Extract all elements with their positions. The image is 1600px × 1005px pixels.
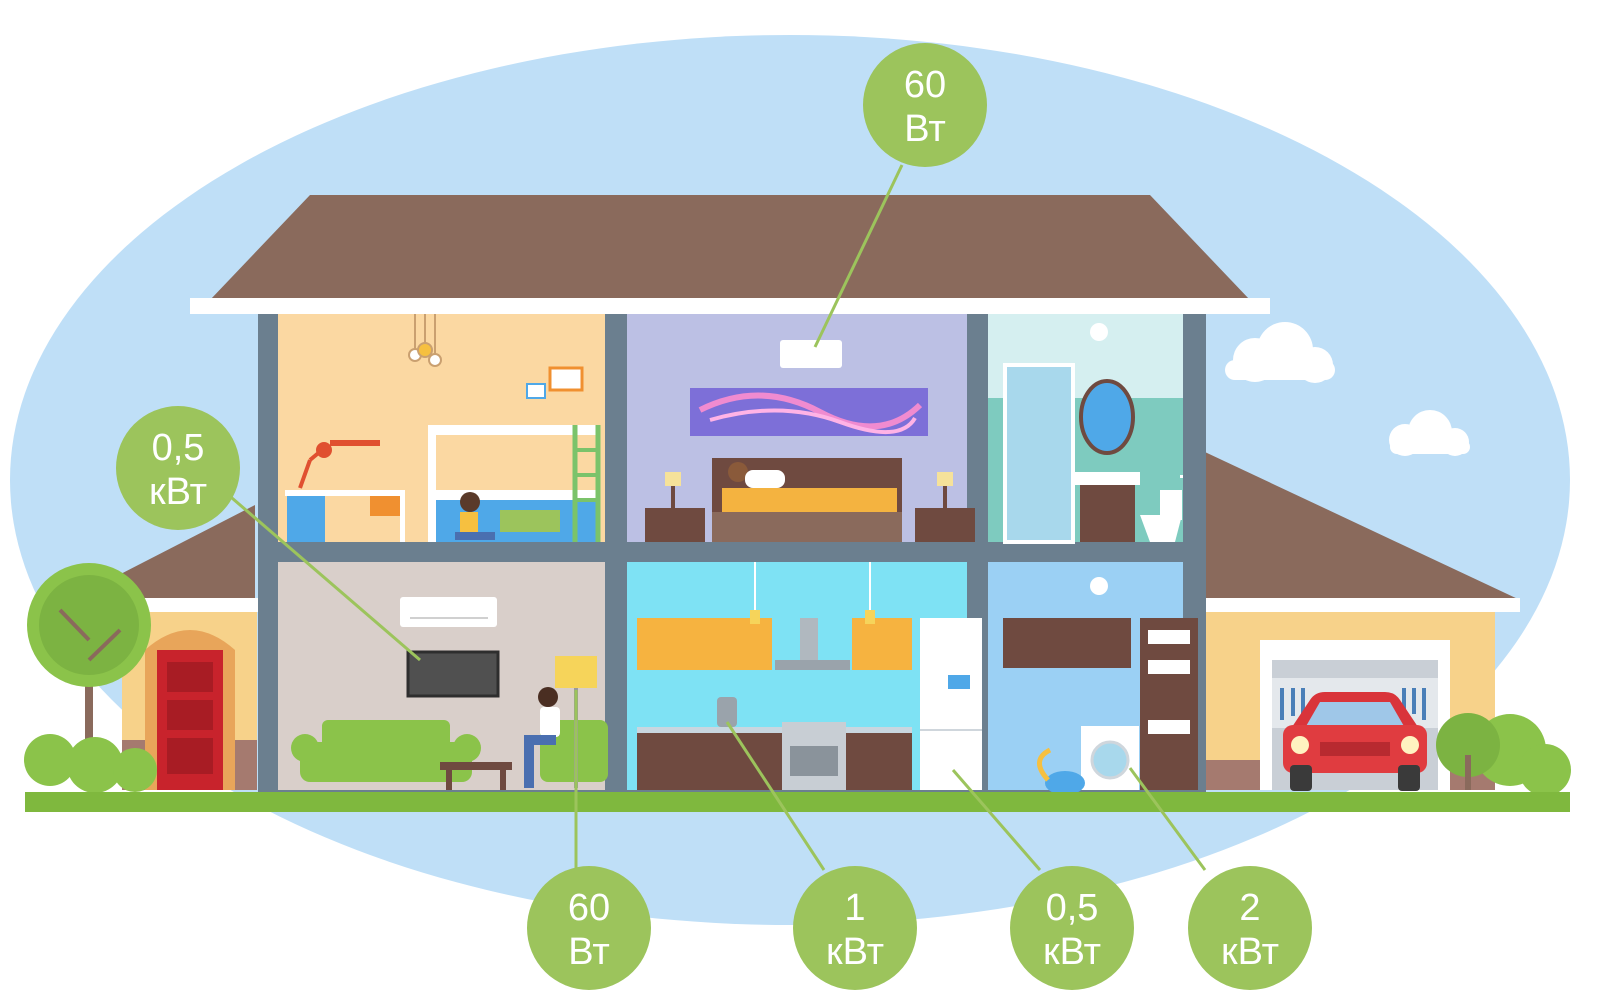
badge-value: 60 [568,887,610,929]
bed [712,458,902,542]
bathroom-cabinet [1080,485,1135,542]
nightstand [645,472,705,542]
nightstand [915,472,975,542]
picture-frame [548,366,584,392]
countertop [637,727,912,733]
badge-unit: кВт [149,471,207,513]
badge-unit: Вт [568,931,610,973]
leader-line-fridge [951,769,1042,871]
cloud-icon [1389,410,1470,456]
badge-value: 60 [904,64,946,106]
badge-unit: кВт [826,931,884,973]
bush-icon [24,734,157,793]
air-conditioner [400,597,497,627]
upper-cabinets-right [852,618,912,670]
badge-value: 0,5 [1046,887,1099,929]
leader-line-tv [224,490,421,662]
right-wing-roof [1190,445,1520,600]
lower-cabinets [637,732,912,790]
leader-line-ac [813,164,904,348]
washing-machine-icon [1081,726,1139,790]
kettle-icon [717,697,737,727]
picture-frame [526,383,546,399]
badge-unit: кВт [1043,931,1101,973]
mirror [1079,379,1135,455]
sitting-woman [524,687,560,788]
ceiling-light-icon [1090,577,1108,595]
shelving-unit [1140,618,1198,790]
desk-lamp-icon [298,442,332,489]
power-badge-kettle: 1 кВт [793,866,917,990]
cloud-icon [1225,322,1335,383]
leader-line-kettle [725,721,826,871]
coffee-table [440,762,512,770]
shower-cabin [1003,363,1075,544]
badge-unit: Вт [904,108,946,150]
refrigerator [920,618,982,790]
power-badge-fridge: 0,5 кВт [1010,866,1134,990]
range-hood [800,618,818,664]
power-badge-ac: 60 Вт [863,43,987,167]
vacuum-cleaner-icon [1037,747,1085,795]
upper-cabinets-left [637,618,772,670]
tv-screen [406,650,500,698]
power-badge-washer: 2 кВт [1188,866,1312,990]
car-icon [1283,692,1427,791]
sleeping-person [728,462,785,488]
ground [25,792,1570,812]
right-wing-eave [1190,598,1520,612]
power-badge-lamp: 60 Вт [527,866,651,990]
badge-value: 2 [1239,887,1260,929]
ceiling-light-icon [1090,323,1108,341]
toilet-icon [1140,475,1183,542]
badge-unit: кВт [1221,931,1279,973]
main-roof-eave [190,298,1270,314]
child-figure [455,492,495,540]
main-roof [210,195,1250,300]
desk [285,490,405,542]
sofa [291,720,481,782]
tree-icon [1436,713,1500,790]
power-badge-tv: 0,5 кВт [116,406,240,530]
air-conditioner [780,340,842,368]
badge-value: 1 [844,887,865,929]
star-mobile-icon [408,314,442,367]
laundry-cabinets [1003,618,1131,668]
wall-shelf [330,440,380,446]
tree-icon [27,563,151,790]
bunk-bed [428,425,601,542]
badge-value: 0,5 [152,427,205,469]
leader-line-washer [1128,767,1207,871]
